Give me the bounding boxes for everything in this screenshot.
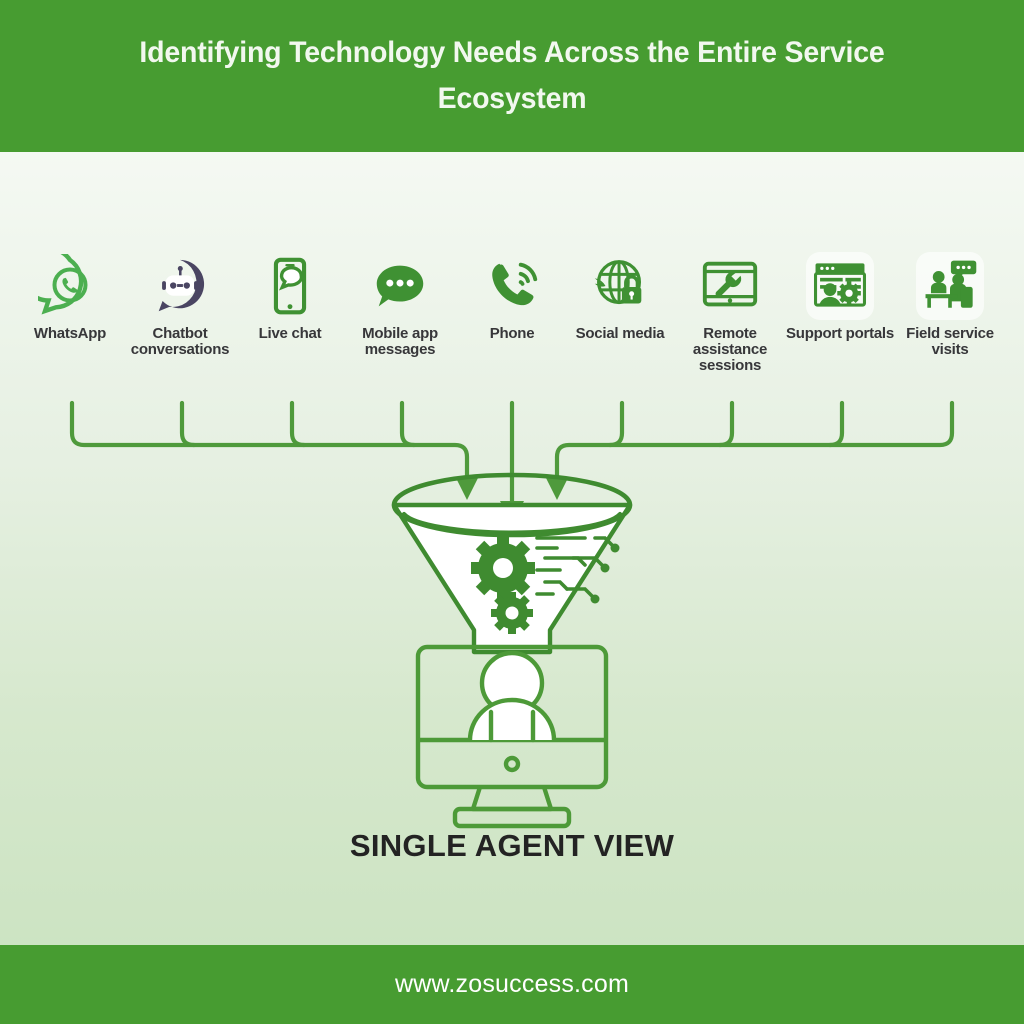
channel-row: WhatsApp Chat (0, 252, 1024, 387)
phone-handset-waves-icon (478, 252, 546, 320)
channel-label: Live chat (258, 325, 322, 342)
channel-social-media[interactable]: Social media (564, 252, 676, 342)
channel-label: Remote assistance sessions (692, 325, 768, 374)
diagram-stage: WhatsApp Chat (0, 152, 1024, 945)
funnel-inner-gear-small (491, 592, 533, 634)
channel-label: Phone (489, 325, 535, 342)
field-technician-icon (916, 252, 984, 320)
page-title: Identifying Technology Needs Across the … (139, 35, 885, 116)
channel-label: WhatsApp (33, 325, 107, 342)
monitor-agent-icon (415, 644, 609, 829)
channel-chatbot-conversations[interactable]: Chatbot conversations (124, 252, 236, 358)
channel-field-service-visits[interactable]: Field service visits (894, 252, 1006, 358)
channel-label: Field service visits (906, 325, 994, 358)
speech-bubble-dots-icon (366, 252, 434, 320)
funnel-inner-circuit-traces (535, 536, 620, 604)
website-url[interactable]: www.zosuccess.com (394, 970, 629, 998)
channel-phone[interactable]: Phone (456, 252, 568, 342)
browser-person-gear-icon (806, 252, 874, 320)
header-banner: Identifying Technology Needs Across the … (0, 0, 1024, 152)
monitor-wrench-icon (696, 252, 764, 320)
channel-live-chat[interactable]: Live chat (234, 252, 346, 342)
channel-mobile-app-messages[interactable]: Mobile app messages (344, 252, 456, 358)
funnel-and-agent-graphic (391, 472, 633, 829)
footer-bar: www.zosuccess.com (0, 945, 1024, 1024)
globe-bird-lock-icon (586, 252, 654, 320)
funnel-inner-gear-large (471, 536, 535, 600)
mobile-chat-bubble-icon (256, 252, 324, 320)
channel-support-portals[interactable]: Support portals (784, 252, 896, 342)
channel-whatsapp[interactable]: WhatsApp (14, 252, 126, 342)
channel-label: Chatbot conversations (130, 325, 230, 358)
channel-remote-assistance[interactable]: Remote assistance sessions (674, 252, 786, 374)
whatsapp-icon (36, 252, 104, 320)
channel-label: Social media (575, 325, 665, 342)
channel-label: Support portals (786, 325, 894, 342)
single-agent-view-caption: SINGLE AGENT VIEW (349, 828, 675, 863)
chatbot-robot-icon (146, 252, 214, 320)
channel-label: Mobile app messages (362, 325, 438, 358)
technology-funnel (391, 472, 633, 655)
